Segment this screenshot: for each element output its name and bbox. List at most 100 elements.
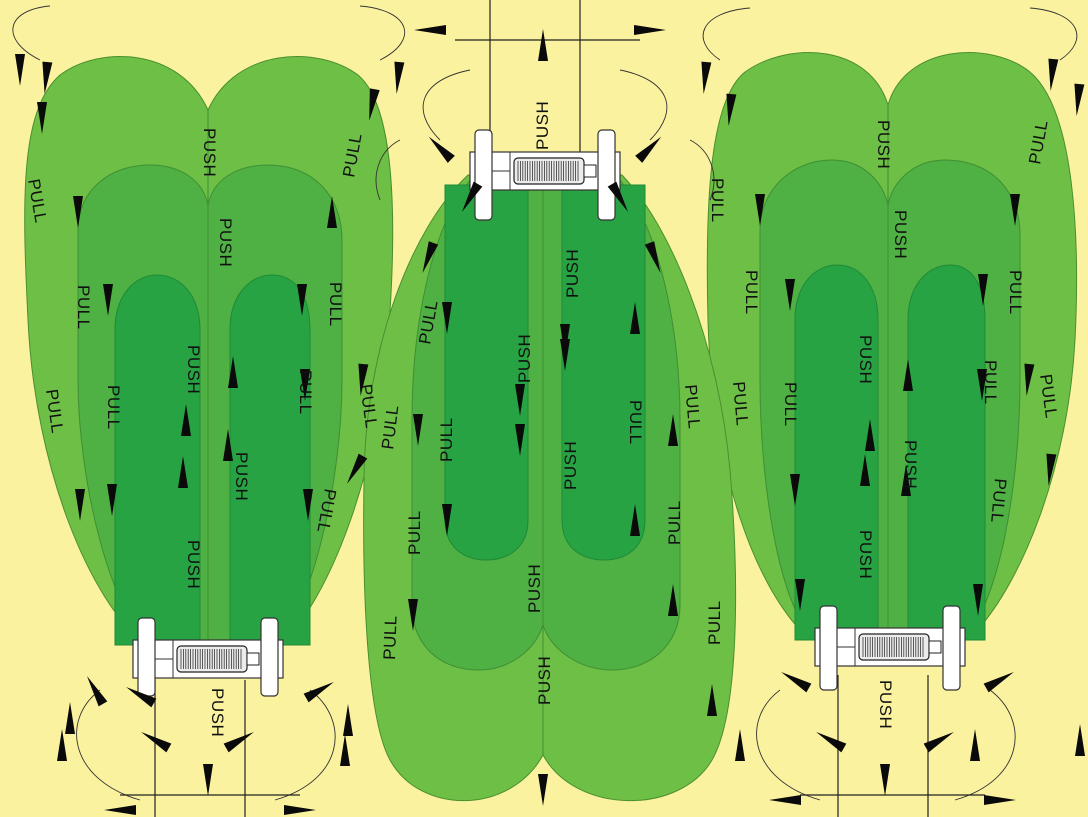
- triangle-arrow-icon: [300, 369, 310, 401]
- triangle-arrow-icon: [769, 795, 801, 805]
- flow-curve: [375, 139, 401, 201]
- pull-label: PULL: [681, 384, 704, 430]
- pull-label: PULL: [742, 270, 761, 315]
- triangle-arrow-icon: [726, 93, 737, 126]
- triangle-arrow-icon: [515, 424, 525, 456]
- triangle-arrow-icon: [630, 302, 640, 334]
- pull-label: PULL: [626, 400, 645, 445]
- pull-label: PULL: [326, 282, 345, 327]
- triangle-arrow-icon: [340, 734, 350, 766]
- center-inner-zone-a: [444, 184, 529, 561]
- triangle-arrow-icon: [1046, 453, 1057, 486]
- triangle-arrow-icon: [538, 29, 548, 61]
- triangle-arrow-icon: [701, 61, 712, 94]
- flow-curve: [359, 5, 406, 61]
- fan-unit-center: [469, 129, 621, 221]
- triangle-arrow-icon: [785, 279, 795, 311]
- triangle-arrow-icon: [303, 682, 334, 703]
- triangle-arrow-icon: [977, 369, 987, 401]
- push-label: PUSH: [856, 530, 875, 579]
- pull-label: PULL: [74, 285, 93, 330]
- triangle-arrow-icon: [428, 136, 455, 163]
- pull-label: PULL: [1006, 270, 1025, 315]
- push-label: PUSH: [856, 335, 875, 384]
- fan-blades: [517, 161, 579, 181]
- triangle-arrow-icon: [103, 284, 113, 316]
- right-airflow-zone: [706, 52, 1078, 641]
- triangle-arrow-icon: [538, 774, 548, 806]
- pull-label: PULL: [729, 381, 752, 427]
- triangle-arrow-icon: [104, 805, 136, 815]
- fan-motor: [246, 652, 260, 666]
- triangle-arrow-icon: [983, 672, 1014, 693]
- triangle-arrow-icon: [816, 732, 847, 753]
- triangle-arrow-icon: [107, 484, 117, 516]
- triangle-arrow-icon: [178, 456, 188, 488]
- fan-motor: [928, 640, 942, 654]
- triangle-arrow-icon: [1075, 724, 1085, 756]
- pull-label: PULL: [405, 510, 424, 555]
- flow-curve: [756, 689, 821, 801]
- flow-curve: [274, 689, 336, 801]
- push-label: PUSH: [563, 249, 582, 298]
- triangle-arrow-icon: [1074, 83, 1085, 116]
- fan-unit-post: [819, 605, 838, 691]
- triangle-arrow-icon: [1010, 194, 1020, 226]
- triangle-arrow-icon: [181, 404, 191, 436]
- flow-curve: [422, 69, 471, 141]
- triangle-arrow-icon: [57, 729, 67, 761]
- left-inner-zone-b: [229, 274, 311, 646]
- triangle-arrow-icon: [141, 732, 172, 753]
- flow-curve: [954, 689, 1016, 801]
- left-inner-zone-a: [114, 274, 201, 646]
- flow-curve: [619, 69, 668, 141]
- right-inner-zone-a: [794, 264, 879, 641]
- fan-unit-post: [597, 129, 616, 221]
- center-airflow-zone: [363, 174, 737, 802]
- push-label: PUSH: [200, 128, 219, 177]
- flow-curve: [1029, 7, 1078, 61]
- triangle-arrow-icon: [903, 359, 913, 391]
- triangle-arrow-icon: [126, 687, 157, 708]
- pull-label: PULL: [987, 478, 1010, 524]
- push-label: PUSH: [874, 120, 893, 169]
- fan-blades: [862, 637, 924, 657]
- triangle-arrow-icon: [635, 136, 662, 163]
- triangle-arrow-icon: [358, 363, 369, 396]
- fan-unit-post: [260, 617, 279, 697]
- flow-curves: [12, 5, 1078, 801]
- push-label: PUSH: [525, 564, 544, 613]
- flow-curve: [76, 689, 141, 801]
- push-label: PUSH: [535, 656, 554, 705]
- triangle-arrow-icon: [442, 302, 452, 334]
- triangle-arrow-icon: [413, 414, 423, 446]
- push-label: PUSH: [515, 334, 534, 383]
- triangle-arrow-icon: [73, 196, 83, 228]
- push-label: PUSH: [561, 441, 580, 490]
- pull-label: PULL: [705, 600, 724, 645]
- flow-arrows: [15, 25, 1085, 815]
- triangle-arrow-icon: [970, 729, 980, 761]
- triangle-arrow-icon: [394, 61, 405, 94]
- fan-blades: [180, 649, 242, 669]
- triangle-arrow-icon: [442, 504, 452, 536]
- triangle-arrow-icon: [284, 805, 316, 815]
- fan-unit-post: [137, 617, 156, 697]
- triangle-arrow-icon: [223, 732, 254, 753]
- flow-curve: [702, 7, 751, 61]
- triangle-arrow-icon: [707, 684, 717, 716]
- fan-motor: [583, 164, 597, 178]
- push-label: PUSH: [232, 452, 251, 501]
- triangle-arrow-icon: [973, 584, 983, 616]
- triangle-arrow-icon: [37, 102, 47, 134]
- triangle-arrow-icon: [228, 356, 238, 388]
- pull-label: PULL: [437, 417, 456, 462]
- triangle-arrow-icon: [634, 25, 666, 35]
- triangle-arrow-icon: [607, 181, 628, 212]
- fan-unit-left: [132, 617, 284, 697]
- pull-label: PULL: [781, 382, 800, 427]
- pull-label: PULL: [380, 615, 401, 660]
- triangle-arrow-icon: [735, 729, 745, 761]
- triangle-arrow-icon: [422, 241, 439, 274]
